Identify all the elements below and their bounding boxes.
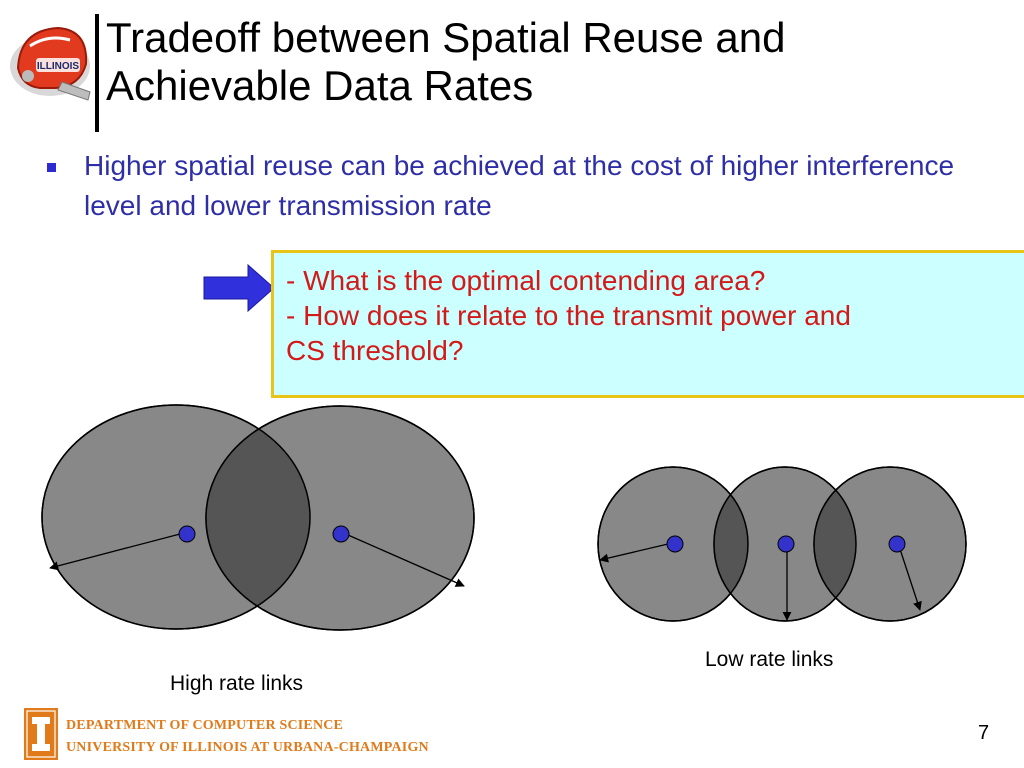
footer-department-name: DEPARTMENT OF COMPUTER SCIENCE [66, 718, 344, 733]
high-rate-node-right [332, 525, 350, 543]
svg-text:ILLINOIS: ILLINOIS [37, 61, 80, 72]
callout-line-2: - How does it relate to the transmit pow… [286, 300, 851, 331]
callout-line-1: - What is the optimal contending area? [286, 265, 766, 296]
high-rate-link-right [347, 534, 465, 587]
footer-department: DEPARTMENT OF COMPUTER SCIENCE UNIVERSIT… [66, 715, 429, 759]
slide-title: Tradeoff between Spatial Reuse and Achie… [106, 14, 1006, 110]
callout-box: - What is the optimal contending area? -… [271, 250, 1024, 398]
low-rate-link-3 [898, 545, 922, 611]
high-rate-node-left [178, 525, 196, 543]
bullet-text: Higher spatial reuse can be achieved at … [84, 150, 955, 221]
callout-line-3: CS threshold? [286, 335, 464, 366]
title-line-1: Tradeoff between Spatial Reuse and [106, 14, 786, 61]
coverage-diagram [41, 404, 967, 631]
low-rate-link-1 [599, 543, 669, 563]
caption-low-rate: Low rate links [705, 648, 834, 671]
right-arrow-icon [203, 263, 275, 313]
bullet-marker-icon [47, 163, 56, 172]
title-line-2: Achievable Data Rates [106, 62, 534, 109]
low-rate-node-1 [666, 535, 684, 553]
high-rate-overlap [206, 406, 310, 629]
page-number: 7 [978, 722, 990, 744]
low-rate-node-2 [777, 535, 795, 553]
caption-high-rate: High rate links [170, 672, 304, 695]
high-rate-link-left [49, 533, 181, 571]
low-rate-node-3 [888, 535, 906, 553]
illinois-block-i-icon [24, 708, 58, 760]
footer-university-name: UNIVERSITY OF ILLINOIS AT URBANA-CHAMPAI… [66, 740, 429, 755]
title-divider [95, 14, 99, 132]
illinois-helmet-icon: ILLINOIS [10, 26, 91, 101]
